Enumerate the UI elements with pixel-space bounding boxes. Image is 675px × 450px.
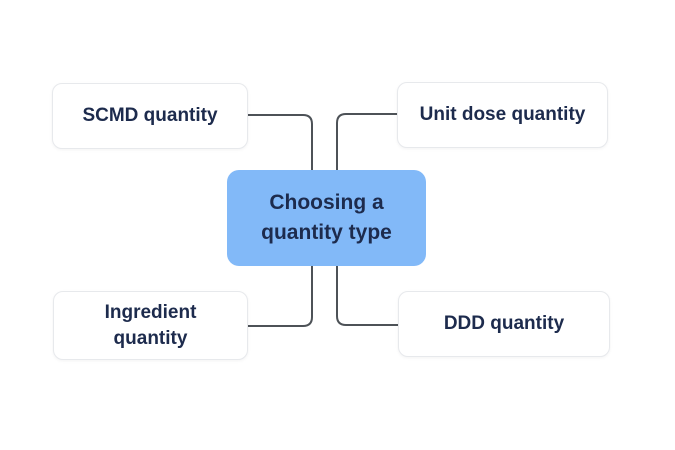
node-ddd-quantity: DDD quantity [398, 291, 610, 357]
node-ingredient-quantity-label: Ingredient quantity [104, 302, 197, 349]
node-scmd-quantity: SCMD quantity [52, 83, 248, 149]
node-choosing-quantity-type: Choosing a quantity type [227, 170, 426, 266]
node-unit-dose-quantity-label: Unit dose quantity [419, 104, 586, 126]
node-choosing-quantity-type-label: Choosing a quantity type [261, 190, 392, 244]
connector-center-to-ddd [336, 264, 398, 326]
connector-center-to-ingredient [248, 264, 313, 327]
connector-unitdose-to-center [336, 113, 397, 172]
node-ingredient-quantity: Ingredient quantity [53, 291, 248, 360]
connector-scmd-to-center [247, 114, 313, 172]
node-scmd-quantity-label: SCMD quantity [82, 105, 218, 127]
node-ddd-quantity-label: DDD quantity [443, 313, 565, 335]
node-unit-dose-quantity: Unit dose quantity [397, 82, 608, 148]
